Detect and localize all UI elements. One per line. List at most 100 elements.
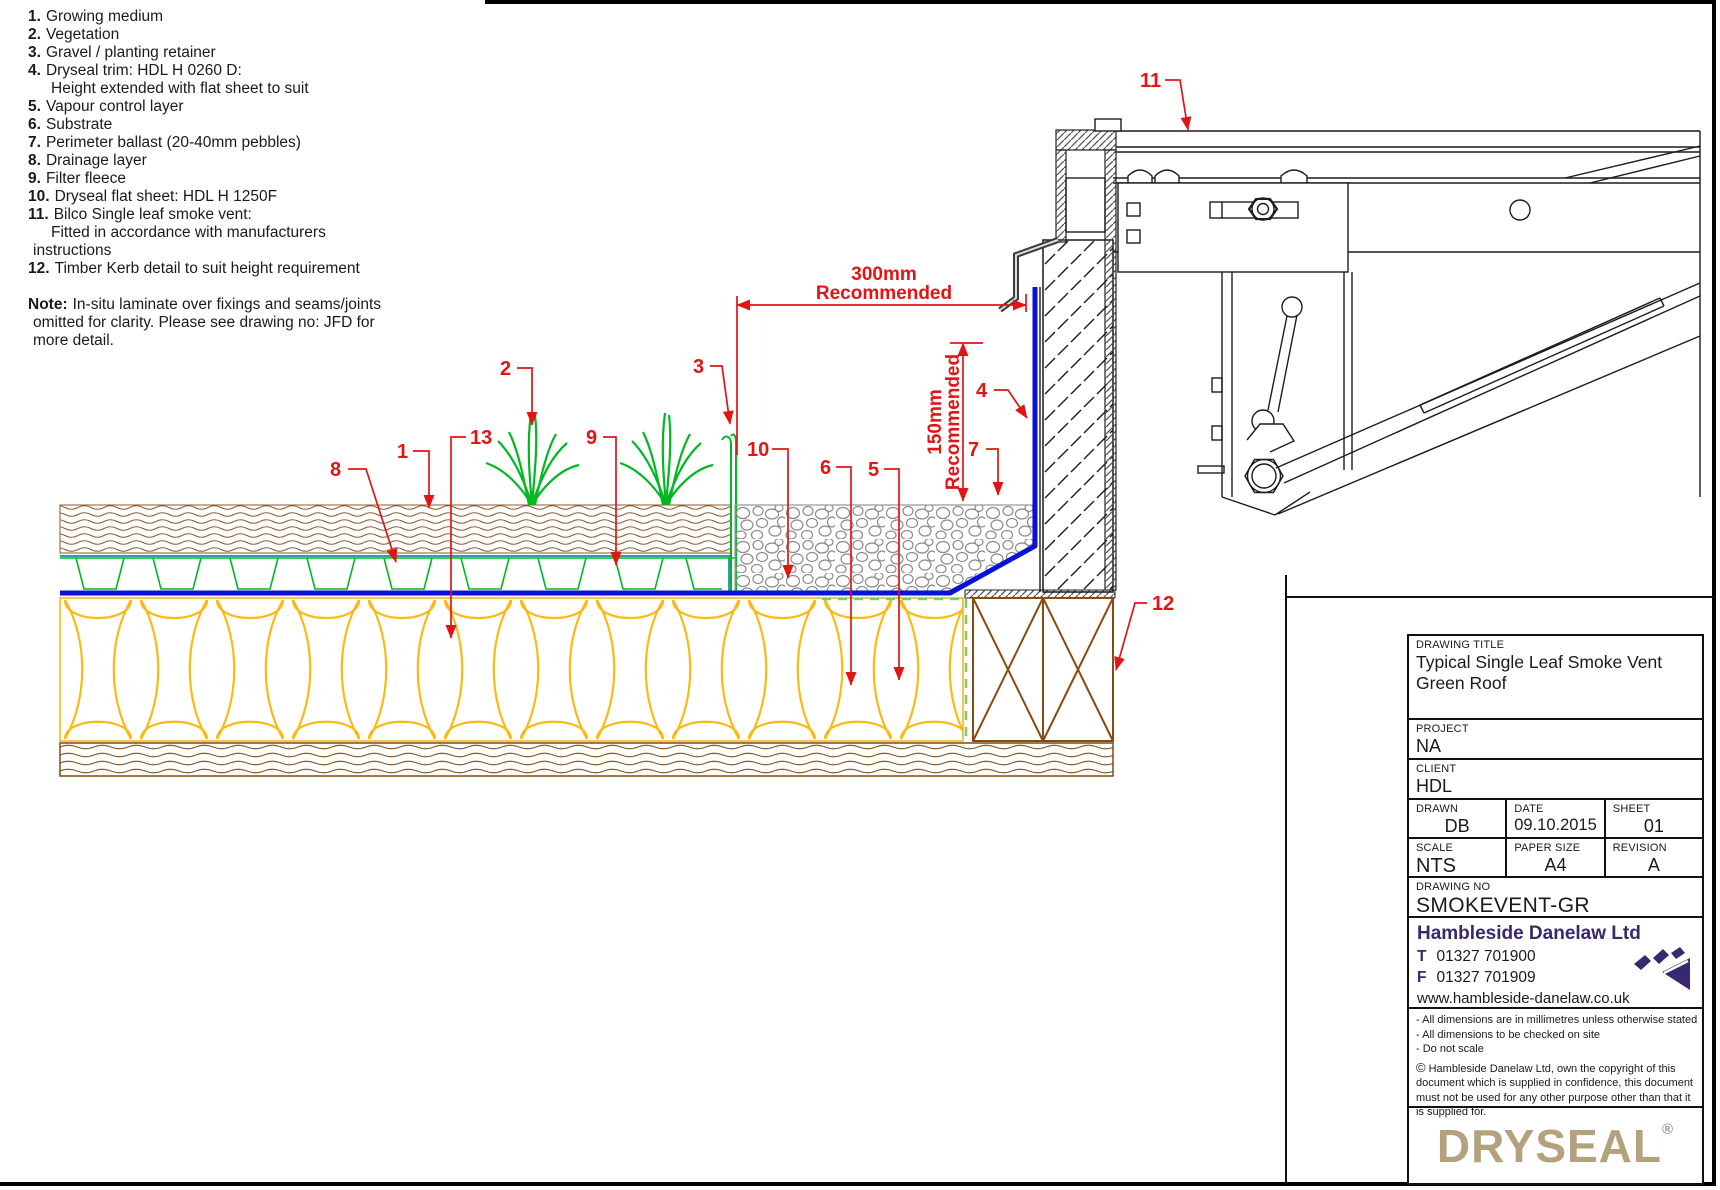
legend-line: 9.Filter fleece bbox=[28, 170, 478, 188]
legend-item-text: Height extended with flat sheet to suit bbox=[51, 80, 309, 97]
legend: 1.Growing medium 2.Vegetation 3.Gravel /… bbox=[28, 8, 478, 350]
vent-lid bbox=[1116, 130, 1700, 153]
legend-item-text: Bilco Single leaf smoke vent: bbox=[53, 206, 252, 223]
dimension-150mm: 150mm Recommended bbox=[925, 342, 983, 502]
growing-medium-layer bbox=[59, 504, 732, 554]
bolt-head bbox=[1154, 169, 1180, 184]
legend-item-number: 5. bbox=[28, 98, 41, 115]
scale-paper-revision-row: SCALE NTS PAPER SIZE A4 REVISION A bbox=[1409, 839, 1702, 878]
legend-item-text: Dryseal trim: HDL H 0260 D: bbox=[45, 62, 242, 79]
leader-3 bbox=[710, 365, 734, 425]
legend-item-text: omitted for clarity. Please see drawing … bbox=[33, 314, 375, 331]
leader-1 bbox=[413, 450, 435, 509]
legend-item-number: 3. bbox=[28, 44, 41, 61]
smoke-vent-assembly bbox=[1094, 118, 1701, 516]
legend-line: 10.Dryseal flat sheet: HDL H 1250F bbox=[28, 188, 478, 206]
project-value: NA bbox=[1416, 736, 1442, 756]
drawing-no-label: DRAWING NO bbox=[1416, 881, 1491, 893]
note-text: - All dimensions to be checked on site bbox=[1416, 1028, 1601, 1041]
note-text: - All dimensions are in millimetres unle… bbox=[1416, 1014, 1698, 1026]
callout-2: 2 bbox=[500, 358, 511, 380]
legend-item-number: 8. bbox=[28, 152, 41, 169]
legend-item-text: Filter fleece bbox=[45, 170, 127, 187]
legend-item-text: Growing medium bbox=[45, 8, 164, 25]
legend-item-text: Timber Kerb detail to suit height requir… bbox=[54, 260, 360, 277]
drawn-label: DRAWN bbox=[1416, 803, 1459, 815]
legend-item-text: more detail. bbox=[33, 332, 114, 349]
leader-13 bbox=[445, 436, 466, 639]
sheet-border-right bbox=[1712, 0, 1716, 1186]
company-website: www.hambleside-danelaw.co.uk bbox=[1417, 990, 1630, 1007]
drawn-date-sheet-row: DRAWN DB DATE 09.10.2015 SHEET 01 bbox=[1409, 800, 1702, 839]
legend-item-number: 9. bbox=[28, 170, 41, 187]
legend-item-text: Perimeter ballast (20-40mm pebbles) bbox=[45, 134, 301, 151]
dimension-300mm-value: 300mm bbox=[851, 264, 917, 285]
drawing-title-label: DRAWING TITLE bbox=[1416, 639, 1505, 651]
date-label: DATE bbox=[1514, 803, 1544, 815]
latch bbox=[1246, 423, 1296, 453]
note-line: - All dimensions are in millimetres unle… bbox=[1416, 1013, 1698, 1028]
legend-item-number: 11. bbox=[28, 206, 49, 223]
legend-line: 7.Perimeter ballast (20-40mm pebbles) bbox=[28, 134, 478, 152]
sheet-cell: SHEET 01 bbox=[1606, 800, 1702, 837]
roof-deck bbox=[59, 742, 1114, 777]
membrane-flat-sheet bbox=[60, 287, 1038, 596]
legend-item-text: Vegetation bbox=[45, 26, 120, 43]
legend-item-text: Drainage layer bbox=[45, 152, 147, 169]
sheet-label: SHEET bbox=[1612, 803, 1651, 815]
bolt-head bbox=[1280, 169, 1308, 184]
legend-item-number: 2. bbox=[28, 26, 41, 43]
callout-11: 11 bbox=[1140, 70, 1161, 92]
copyright-text: Hambleside Danelaw Ltd, own the copyrigh… bbox=[1416, 1062, 1693, 1119]
legend-line: 4.Dryseal trim: HDL H 0260 D: bbox=[28, 62, 478, 80]
dimension-150mm-value: 150mm bbox=[925, 389, 946, 455]
sheet-value: 01 bbox=[1643, 816, 1664, 836]
leader-4 bbox=[994, 389, 1028, 419]
mount-bracket-plate bbox=[1117, 182, 1349, 273]
pebble-ballast bbox=[734, 504, 1034, 592]
notes-box: - All dimensions are in millimetres unle… bbox=[1409, 1009, 1702, 1118]
legend-line: 1.Growing medium bbox=[28, 8, 478, 26]
callout-7: 7 bbox=[968, 439, 979, 461]
client-value: HDL bbox=[1416, 776, 1453, 796]
legend-line: 5.Vapour control layer bbox=[28, 98, 478, 116]
brand-box: DRYSEAL® bbox=[1409, 1108, 1702, 1183]
drawing-no-value: SMOKEVENT-GR bbox=[1416, 894, 1590, 917]
callout-8: 8 bbox=[330, 459, 341, 481]
legend-item-text: Dryseal flat sheet: HDL H 1250F bbox=[54, 188, 278, 205]
legend-item-number: 10. bbox=[28, 188, 50, 205]
revision-cell: REVISION A bbox=[1606, 839, 1702, 876]
project-label: PROJECT bbox=[1416, 723, 1469, 735]
drawing-no-cell: DRAWING NO SMOKEVENT-GR bbox=[1409, 878, 1702, 918]
vegetation-plant bbox=[484, 411, 581, 507]
leader-10 bbox=[772, 448, 794, 579]
leader-2 bbox=[517, 367, 538, 426]
insulation-layer bbox=[59, 597, 964, 742]
drawn-value: DB bbox=[1444, 816, 1470, 836]
legend-line: 2.Vegetation bbox=[28, 26, 478, 44]
phone-label: T bbox=[1417, 948, 1427, 965]
leader-9 bbox=[603, 436, 622, 566]
leader-7 bbox=[986, 448, 1004, 496]
callout-13: 13 bbox=[470, 427, 492, 449]
vegetation-plant bbox=[618, 411, 715, 507]
phone-number: 01327 701900 bbox=[1436, 948, 1536, 965]
legend-item-number: 1. bbox=[28, 8, 41, 25]
company-phone: T 01327 701900 bbox=[1417, 948, 1694, 966]
planting-retainer bbox=[721, 433, 737, 593]
client-label: CLIENT bbox=[1416, 763, 1457, 775]
drawn-cell: DRAWN DB bbox=[1409, 800, 1508, 837]
note-line: - Do not scale bbox=[1416, 1042, 1695, 1057]
drawing-title-cell: DRAWING TITLE Typical Single Leaf Smoke … bbox=[1409, 636, 1702, 720]
title-block: DRAWING TITLE Typical Single Leaf Smoke … bbox=[1407, 634, 1704, 1185]
leader-6 bbox=[836, 466, 857, 686]
scale-label: SCALE bbox=[1416, 842, 1454, 854]
dryseal-logo-text: DRYSEAL bbox=[1436, 1120, 1663, 1172]
bolt-head bbox=[1127, 169, 1153, 184]
copyright-note: ©Hambleside Danelaw Ltd, own the copyrig… bbox=[1416, 1059, 1695, 1120]
paper-size-cell: PAPER SIZE A4 bbox=[1507, 839, 1606, 876]
legend-line: instructions bbox=[28, 242, 478, 260]
legend-item-text: Substrate bbox=[45, 116, 113, 133]
